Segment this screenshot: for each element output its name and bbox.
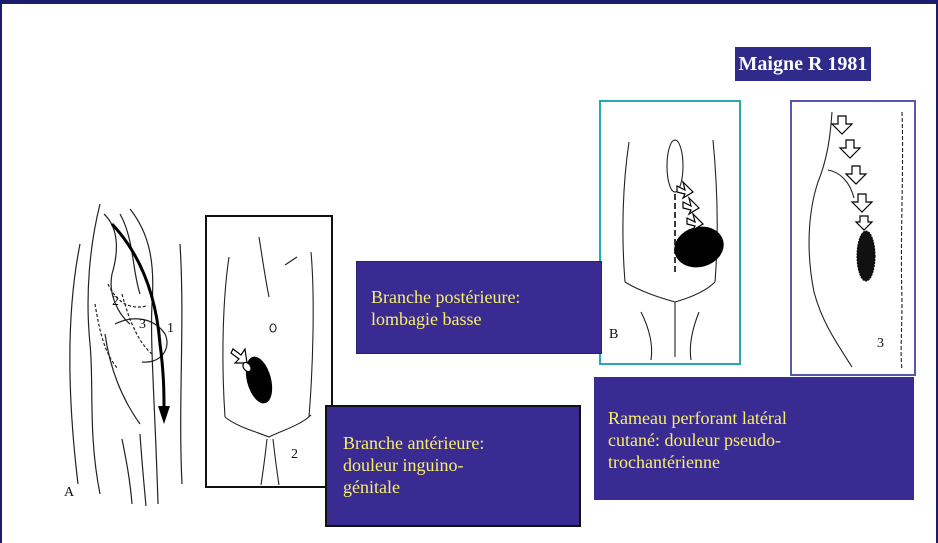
figure-label-3: 3 [877,336,884,352]
figure-3-lateral: 3 [790,100,916,376]
lateral-branch-text: Rameau perforant latéral cutané: douleur… [608,407,914,473]
figure-2-anterior: 2 [205,215,333,488]
figure-2-drawing [207,217,331,486]
figure-label-2: 2 [291,447,298,463]
figure-a-drawing [60,184,200,514]
posterior-branch-text: Branche postérieure: lombagie basse [371,286,601,330]
posterior-branch-box: Branche postérieure: lombagie basse [356,261,602,354]
figure-3-drawing [792,102,914,374]
lateral-branch-box: Rameau perforant latéral cutané: douleur… [594,377,914,500]
figure-a-anatomy: 2 3 1 A [60,184,200,514]
anterior-branch-box: Branche antérieure: douleur inguino- gén… [325,405,581,527]
path-label-3: 3 [139,317,146,333]
path-label-2: 2 [112,294,119,310]
figure-label-a: A [64,485,74,501]
figure-b-drawing [601,102,739,363]
path-label-1: 1 [167,321,174,337]
reference-badge: Maigne R 1981 [735,47,871,81]
figure-label-b: B [609,327,618,343]
anterior-branch-text: Branche antérieure: douleur inguino- gén… [343,432,579,498]
figure-b-posterior: B [599,100,741,365]
